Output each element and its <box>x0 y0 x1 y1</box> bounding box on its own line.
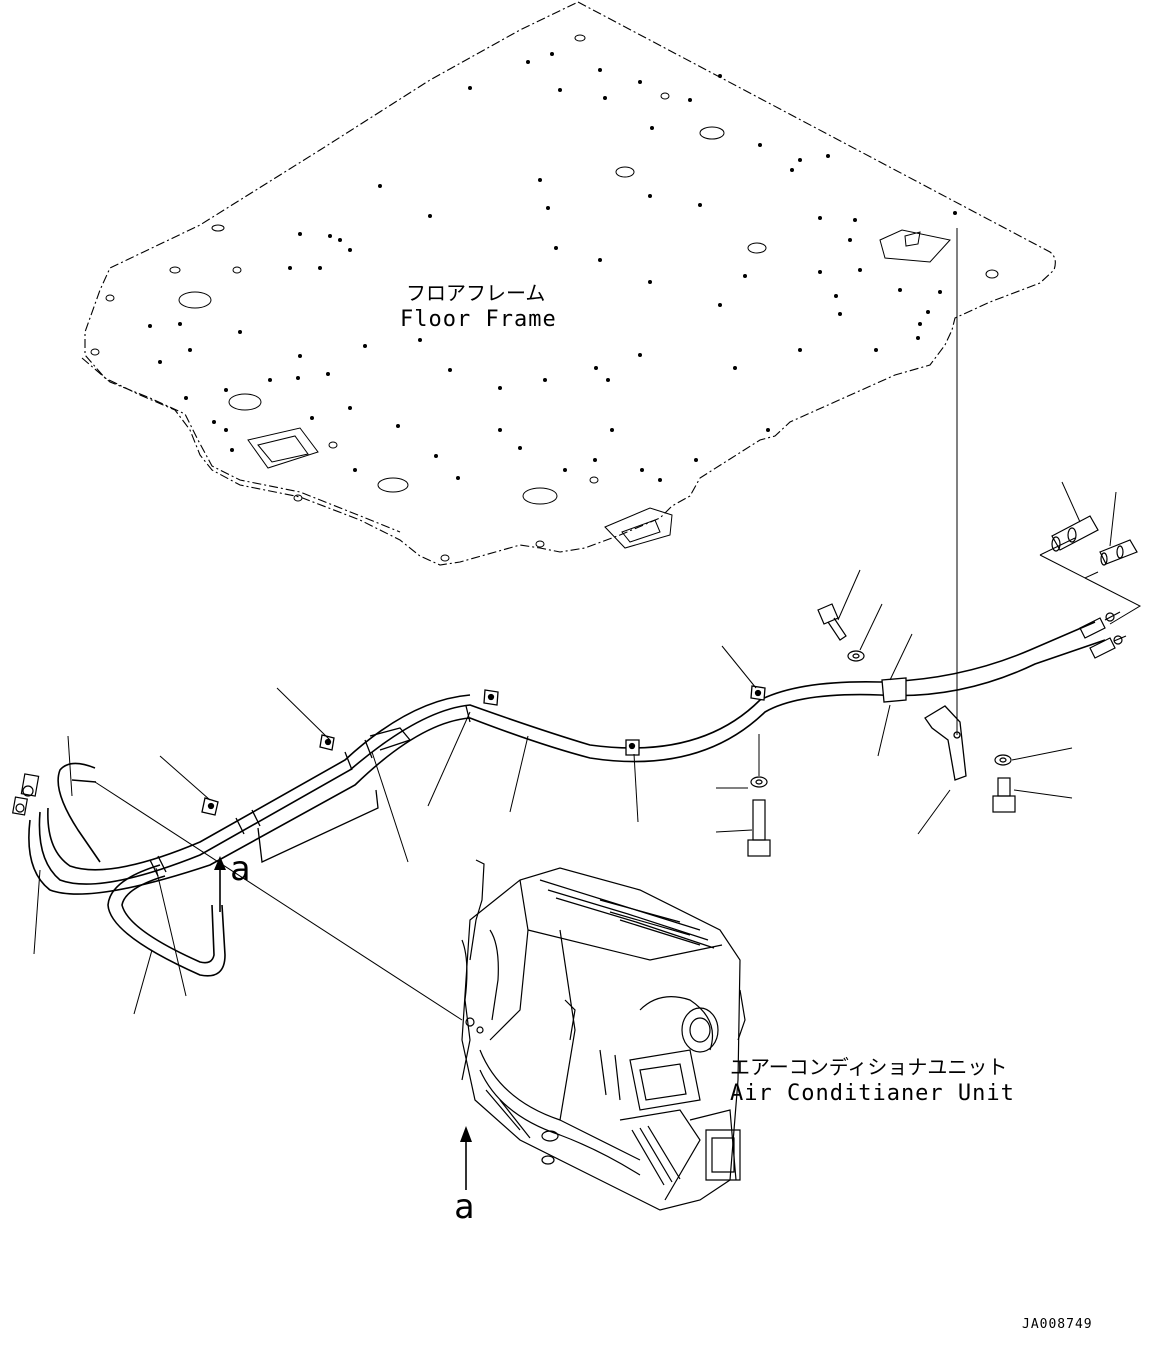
floor-frame-inner-edge <box>81 357 401 533</box>
hose-lower <box>28 639 1106 895</box>
tube-loop <box>57 762 101 863</box>
view-marker-a-1: a <box>230 849 250 889</box>
connector-bracket-lines <box>1039 554 1142 625</box>
floor-frame-label-jp: フロアフレーム <box>406 281 545 305</box>
hose-fittings-left <box>12 773 40 816</box>
leader-lines <box>33 481 1117 1021</box>
ac-unit-body <box>461 867 741 1211</box>
hose-clamps <box>201 677 907 816</box>
clamp-6 <box>881 677 907 703</box>
protective-sleeve <box>257 727 412 863</box>
view-arrow-1 <box>214 856 226 912</box>
hose-fittings-right <box>1079 611 1127 659</box>
hose-upper <box>38 621 1096 885</box>
floor-frame-bolt-holes <box>148 52 957 482</box>
floor-frame-label-en: Floor Frame <box>400 307 557 332</box>
refrigerant-hoses <box>28 621 1106 977</box>
view-marker-a-2: a <box>454 1187 474 1227</box>
drawing-number: JA008749 <box>1022 1317 1093 1332</box>
bolt-lower-center <box>747 776 771 857</box>
ac-unit-label-jp: エアーコンディショナユニット <box>730 1055 1007 1079</box>
bolt-upper <box>817 603 865 662</box>
floor-frame <box>81 1 1056 566</box>
ac-unit-label-en: Air Conditianer Unit <box>730 1081 1015 1106</box>
drain-tube <box>107 864 226 977</box>
view-arrow-2 <box>460 1126 472 1190</box>
hose-upper-2 <box>47 694 471 871</box>
air-conditioner-unit <box>461 859 746 1211</box>
bolt-lower-right <box>992 754 1016 813</box>
floor-frame-holes <box>90 34 999 562</box>
hose-bands <box>149 705 471 877</box>
o-ring-connectors <box>1051 515 1138 566</box>
drain-tube-inner <box>121 875 215 964</box>
floor-frame-outline <box>84 1 1056 566</box>
mounting-bracket <box>924 705 967 781</box>
